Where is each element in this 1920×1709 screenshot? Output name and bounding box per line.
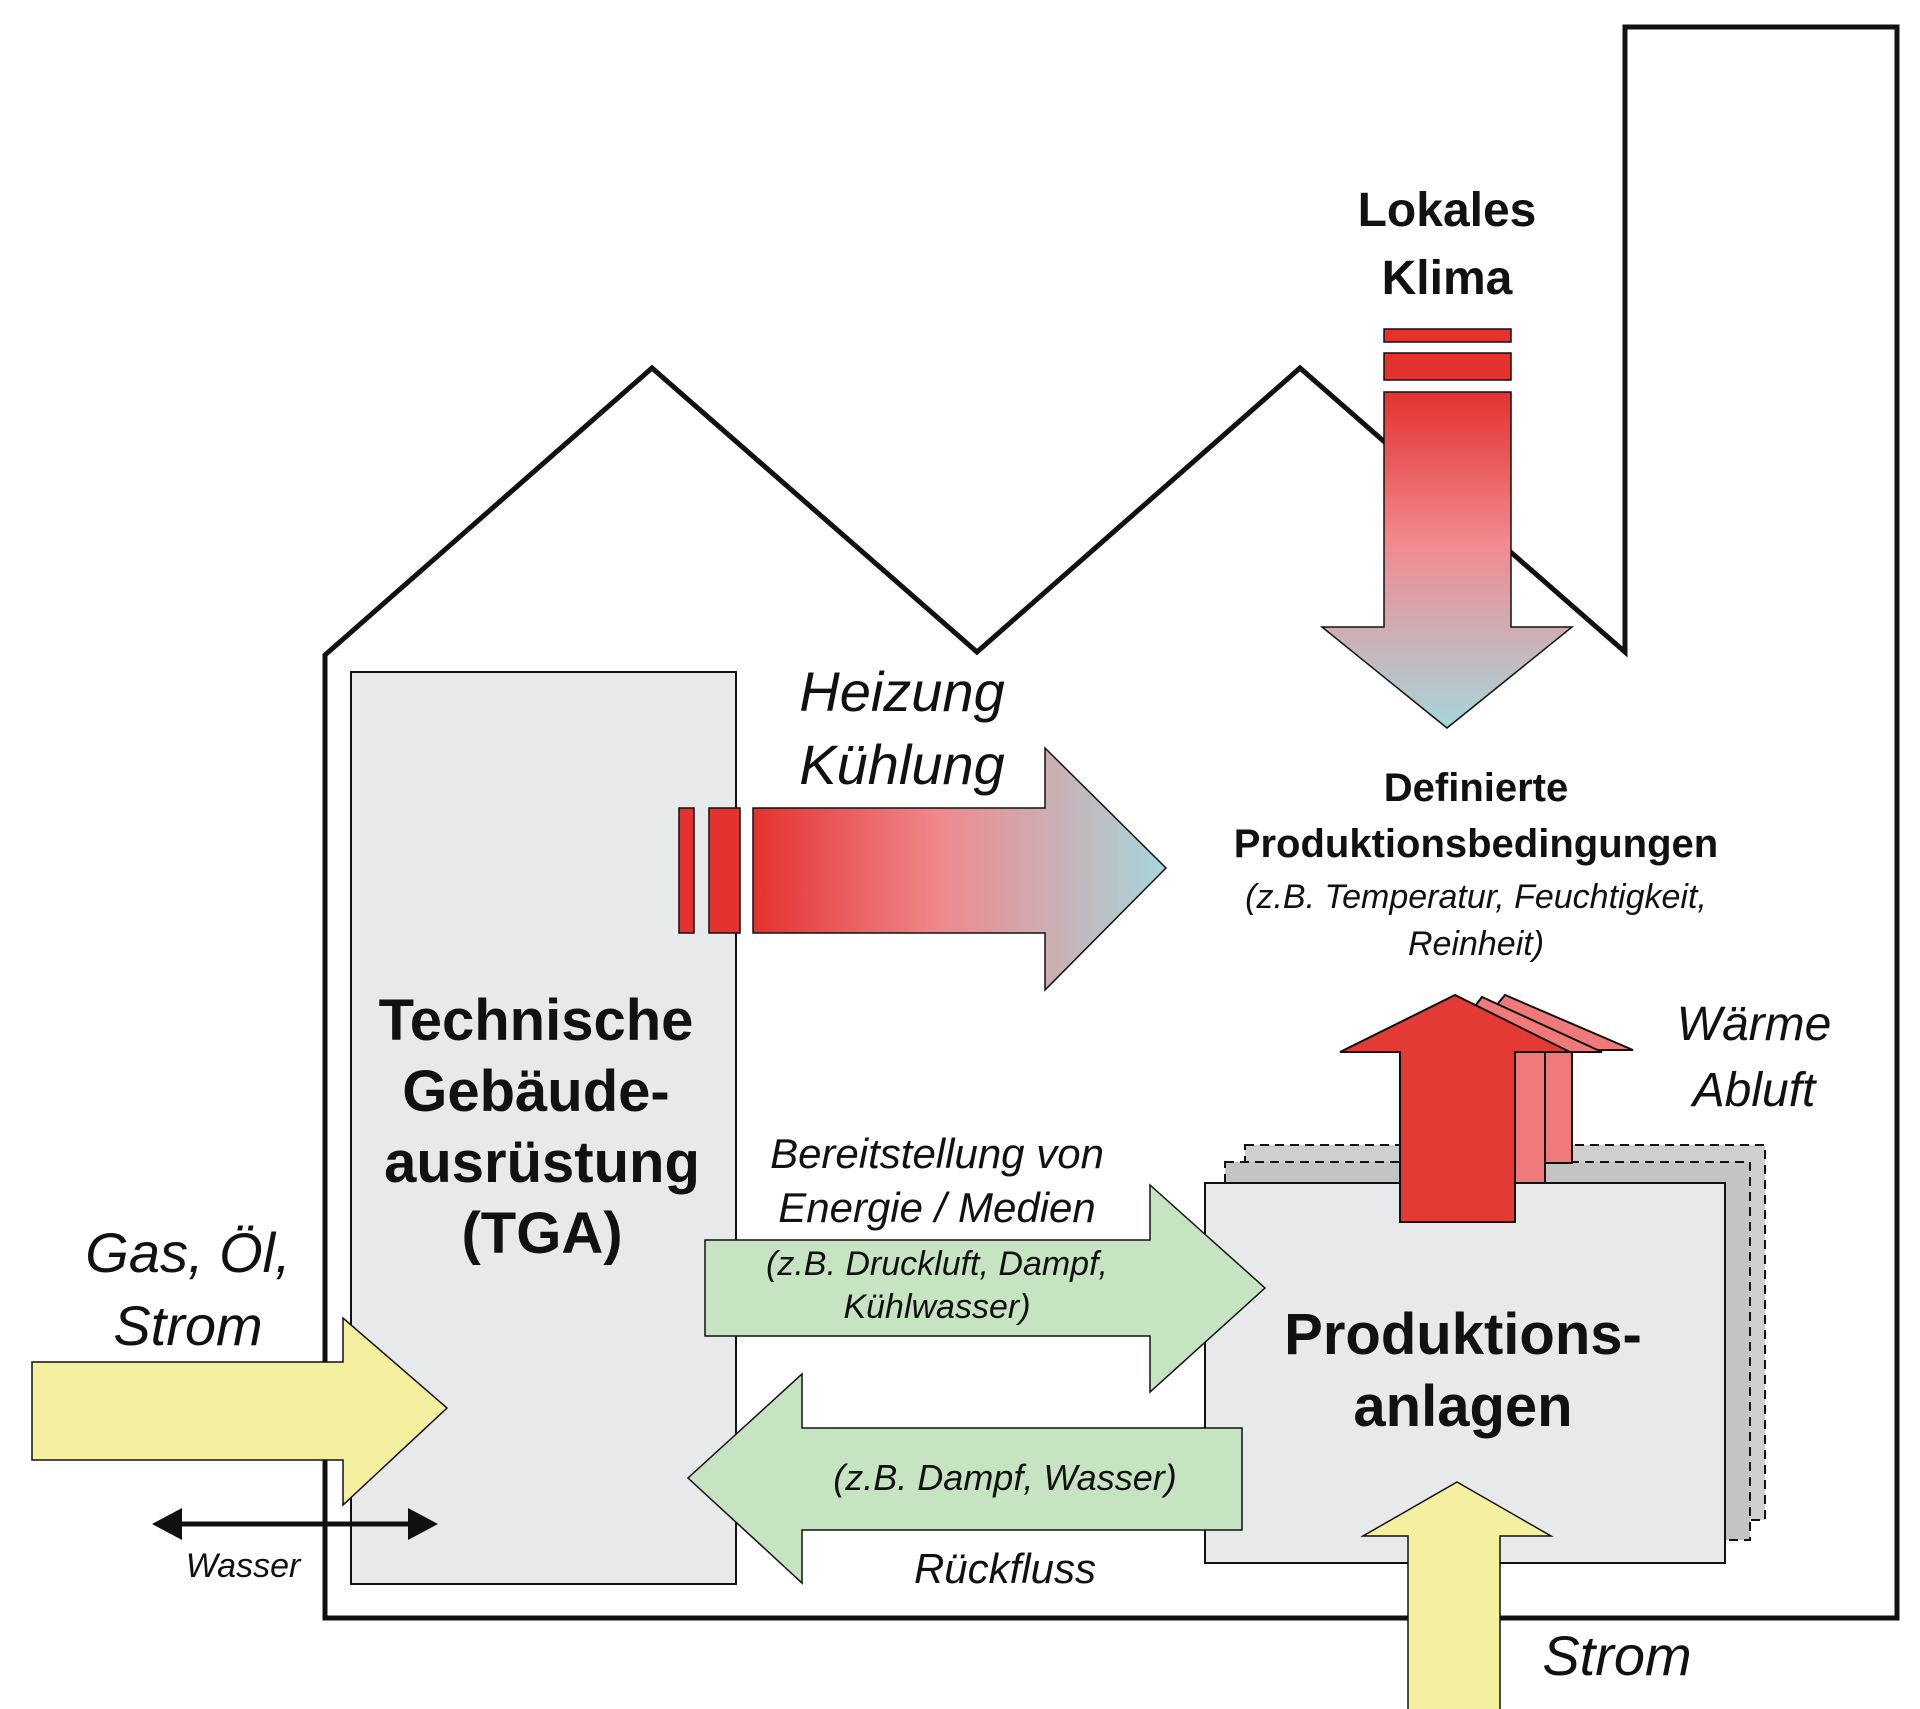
tga-label-1: Technische: [379, 988, 694, 1053]
production-label-2: anlagen: [1353, 1374, 1572, 1439]
water-label: Wasser: [186, 1547, 302, 1585]
supply-detail-1: (z.B. Druckluft, Dampf,: [766, 1245, 1108, 1283]
tga-label-4: (TGA): [461, 1201, 622, 1266]
heating-arrow-stripe-2: [708, 807, 741, 934]
power-input-arrow: [1360, 1481, 1554, 1709]
heat-label: Wärme: [1677, 998, 1832, 1051]
heating-label: Heizung: [799, 660, 1004, 723]
fuel-label-2: Strom: [113, 1294, 262, 1357]
production-label-1: Produktions-: [1284, 1302, 1642, 1367]
tga-label-2: Gebäude-: [402, 1059, 670, 1124]
return-flow-detail: (z.B. Dampf, Wasser): [833, 1457, 1176, 1498]
return-flow-label: Rückfluss: [914, 1545, 1096, 1592]
factory-building-outline: [322, 24, 1900, 1621]
fuel-input-arrow: [31, 1316, 449, 1507]
supply-label-1: Bereitstellung von: [770, 1130, 1104, 1177]
climate-arrow: [1319, 391, 1575, 729]
water-double-arrow: [152, 1508, 438, 1540]
defined-conditions-label-2: Produktionsbedingungen: [1234, 822, 1718, 866]
supply-label-2: Energie / Medien: [778, 1184, 1096, 1231]
cooling-label: Kühlung: [799, 733, 1005, 796]
supply-arrow: [704, 1183, 1267, 1394]
exhaust-label: Abluft: [1690, 1064, 1817, 1117]
local-climate-label-1: Lokales: [1358, 184, 1537, 237]
supply-detail-2: Kühlwasser): [843, 1288, 1030, 1326]
heating-arrow-stripe-1: [678, 807, 695, 934]
climate-arrow-stripe-1: [1383, 328, 1512, 343]
local-climate-label-2: Klima: [1382, 252, 1513, 305]
tga-label-3: ausrüstung: [384, 1130, 700, 1195]
heating-cooling-arrow: [752, 746, 1168, 992]
power-label: Strom: [1542, 1624, 1691, 1687]
climate-arrow-stripe-2: [1383, 352, 1512, 381]
defined-conditions-detail-2: Reinheit): [1408, 925, 1544, 963]
fuel-label-1: Gas, Öl,: [85, 1221, 290, 1284]
defined-conditions-detail-1: (z.B. Temperatur, Feuchtigkeit,: [1245, 878, 1707, 916]
return-flow-arrow: [686, 1372, 1243, 1585]
heat-exhaust-arrow: [1339, 993, 1571, 1223]
defined-conditions-label-1: Definierte: [1384, 766, 1569, 810]
